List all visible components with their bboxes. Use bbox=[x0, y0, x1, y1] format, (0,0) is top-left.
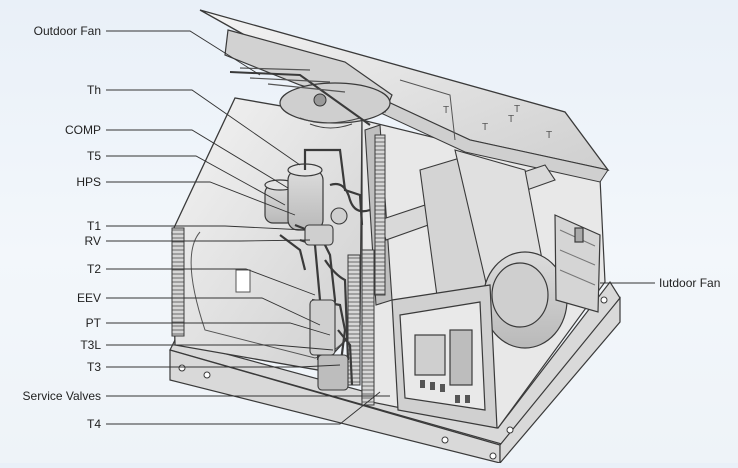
label-service-valves: Service Valves bbox=[22, 389, 101, 403]
svg-text:T: T bbox=[508, 114, 514, 125]
label-t4: T4 bbox=[86, 417, 101, 431]
label-t3: T3 bbox=[86, 360, 101, 374]
heat-exchanger-coil bbox=[347, 134, 386, 406]
indoor-fan-blower bbox=[482, 214, 601, 349]
label-t5: T5 bbox=[86, 149, 101, 163]
outdoor-fan-shroud bbox=[224, 29, 393, 129]
base-holes bbox=[178, 296, 608, 460]
label-pt: PT bbox=[85, 316, 101, 330]
label-eev: EEV bbox=[76, 291, 101, 305]
label-comp: COMP bbox=[65, 123, 101, 137]
reversing-valve bbox=[304, 207, 349, 391]
label-rv: RV bbox=[84, 234, 101, 248]
svg-text:T: T bbox=[514, 104, 520, 115]
leader-lines bbox=[106, 30, 655, 425]
label-iutdoor-fan: Iutdoor Fan bbox=[659, 276, 721, 290]
label-th: Th bbox=[86, 83, 101, 97]
base-frame bbox=[169, 280, 621, 465]
label-t2: T2 bbox=[86, 262, 101, 276]
label-t3l: T3L bbox=[80, 338, 101, 352]
label-outdoor-fan: Outdoor Fan bbox=[33, 24, 101, 38]
svg-text:T: T bbox=[443, 105, 449, 116]
svg-text:T: T bbox=[482, 122, 488, 133]
svg-text:T: T bbox=[546, 130, 552, 141]
label-t1: T1 bbox=[86, 219, 101, 233]
control-box bbox=[391, 284, 498, 429]
label-hps: HPS bbox=[76, 175, 101, 189]
